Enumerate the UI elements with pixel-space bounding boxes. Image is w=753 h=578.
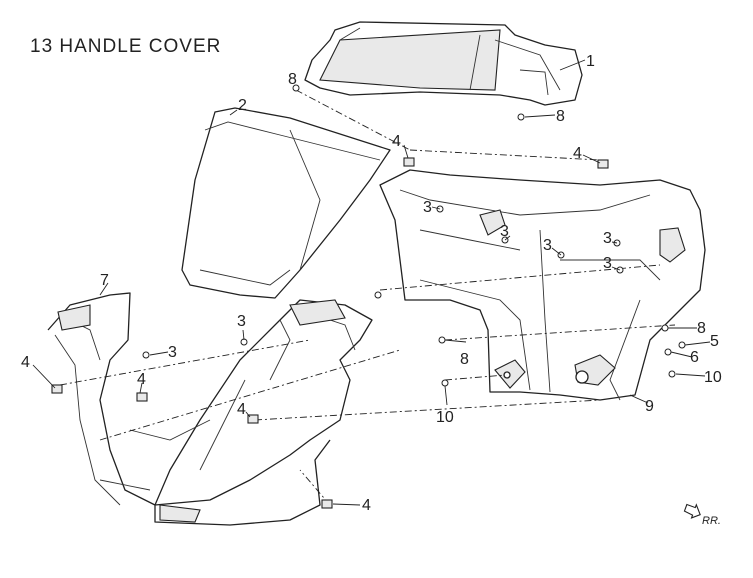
- diagram-title: 13 HANDLE COVER: [30, 36, 221, 57]
- callout-1: 1: [586, 53, 595, 70]
- callout-3: 3: [237, 313, 246, 330]
- callout-3: 3: [543, 237, 552, 254]
- arrow-right-icon: [683, 503, 701, 519]
- callout-10: 10: [436, 409, 454, 426]
- callout-4: 4: [573, 145, 582, 162]
- callout-4: 4: [362, 497, 371, 514]
- callout-3: 3: [500, 223, 509, 240]
- part-2-front-visor: [181, 107, 391, 299]
- nut-icon: [247, 414, 259, 424]
- part-1-upper-cover: [304, 21, 583, 106]
- callout-5: 5: [710, 333, 719, 350]
- callout-4: 4: [237, 401, 246, 418]
- callout-7: 7: [100, 272, 109, 289]
- screw-icon: [517, 113, 525, 121]
- callout-4: 4: [21, 354, 30, 371]
- callout-4: 4: [392, 133, 401, 150]
- callout-3: 3: [423, 199, 432, 216]
- callouts: 1 2 3 3 3 3 3 3 3 4 4 4 4 4 4 5 6 7 8 8 …: [21, 53, 722, 514]
- nut-icon: [403, 157, 415, 167]
- callout-10: 10: [704, 369, 722, 386]
- nut-icon: [51, 384, 63, 394]
- part-7-front-lower-cover: [47, 292, 373, 526]
- callout-3: 3: [168, 344, 177, 361]
- callout-9: 9: [645, 398, 654, 415]
- assembly-lines: [59, 89, 676, 506]
- screw-icon: [292, 84, 300, 92]
- nut-icon: [321, 499, 333, 509]
- part-9-rear-panel: [379, 169, 706, 401]
- callout-8: 8: [556, 108, 565, 125]
- leader-lines: [32, 59, 711, 506]
- nut-icon: [597, 159, 609, 169]
- direction-label: RR.: [702, 515, 721, 527]
- callout-3: 3: [603, 255, 612, 272]
- callout-2: 2: [238, 97, 247, 114]
- callout-4: 4: [137, 371, 146, 388]
- callout-3: 3: [603, 230, 612, 247]
- rear-direction-indicator: RR.: [683, 503, 721, 527]
- callout-6: 6: [690, 349, 699, 366]
- callout-8: 8: [288, 71, 297, 88]
- callout-8: 8: [460, 351, 469, 368]
- nut-icon: [136, 392, 148, 402]
- callout-8: 8: [697, 320, 706, 337]
